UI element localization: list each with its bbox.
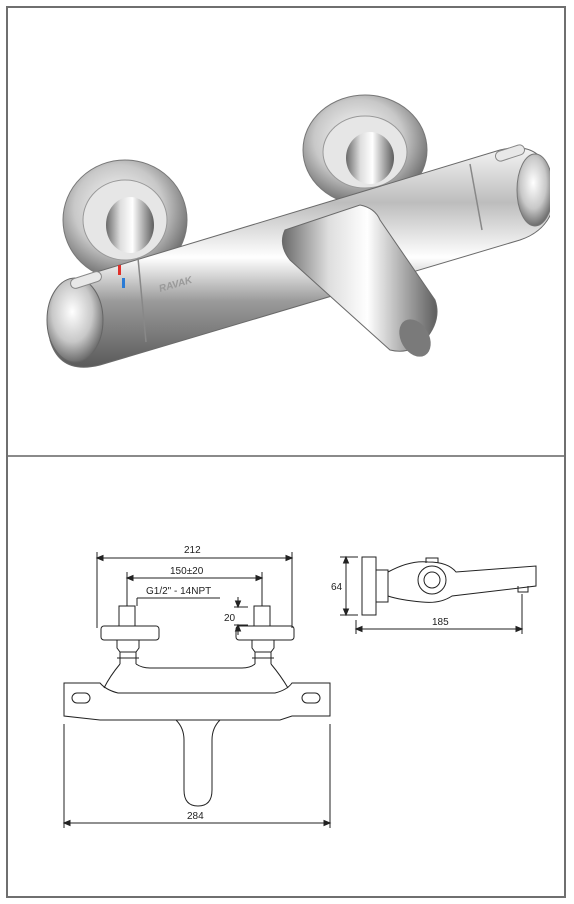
cold-indicator <box>122 278 125 288</box>
hot-indicator <box>118 265 121 275</box>
dim-label-20: 20 <box>224 613 236 624</box>
dim-label-64: 64 <box>331 582 343 593</box>
flange-right-outline <box>235 625 295 641</box>
knob-grip-right <box>494 144 526 162</box>
wall-flange-right <box>302 94 428 206</box>
wall-flange-left <box>62 159 188 281</box>
product-photo: RAVAK <box>46 94 550 368</box>
page-frame <box>6 6 566 898</box>
side-body-outline <box>387 561 537 603</box>
flange-left-outline <box>100 625 160 641</box>
front-spout-outline <box>175 719 221 807</box>
section-divider <box>8 455 564 457</box>
spout-outlet <box>399 319 431 357</box>
dim-label-284: 284 <box>187 811 204 822</box>
dim-label-185: 185 <box>432 617 449 628</box>
dim-label-thread: G1/2" - 14NPT <box>146 586 211 597</box>
side-wall-plate <box>361 556 377 616</box>
knob-grip-left <box>70 271 102 289</box>
dim-label-212: 212 <box>184 545 201 556</box>
front-body-outline <box>63 682 331 721</box>
dim-label-150: 150±20 <box>170 566 204 577</box>
flow-knob <box>516 153 550 227</box>
